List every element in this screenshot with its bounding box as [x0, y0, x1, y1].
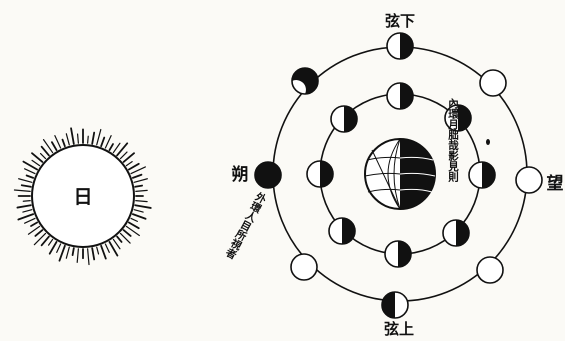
- sun-ray: [120, 152, 127, 159]
- sun-ray: [31, 223, 37, 227]
- sun-ray: [55, 136, 61, 148]
- sun-ray: [78, 134, 79, 143]
- sun-ray: [71, 128, 74, 144]
- inner-moon-left: [307, 161, 333, 187]
- outer-moon-upper-right: [480, 70, 506, 96]
- sun-ray: [73, 248, 74, 255]
- sun-ray: [134, 210, 143, 212]
- sun-ray: [19, 179, 32, 183]
- inner-moon-bottom: [385, 241, 411, 267]
- sun-ray: [134, 179, 147, 183]
- inner-moon-lower-right: [443, 220, 469, 246]
- sun-ray: [88, 136, 89, 143]
- sun-ray: [77, 249, 78, 263]
- sun-ray: [50, 242, 57, 254]
- sun-ray: [14, 190, 30, 191]
- sun-ray: [113, 239, 120, 248]
- outer-moon-top: [387, 33, 413, 59]
- sun-ray: [135, 186, 142, 187]
- sun-ray: [105, 244, 109, 252]
- label-last-quarter: 弦下: [385, 12, 415, 30]
- outer-moon-right: [516, 167, 542, 193]
- sun-ray: [88, 249, 89, 265]
- sun-ray: [23, 210, 32, 212]
- sun-group: 日: [14, 128, 150, 264]
- sun-ray: [113, 143, 120, 152]
- inner-moon-lower-left: [329, 218, 355, 244]
- outer-moon-upper-left: [292, 68, 318, 94]
- sun-label: 日: [73, 186, 92, 208]
- sun-ray: [133, 175, 142, 178]
- sun-ray: [25, 218, 35, 223]
- sun-ray: [101, 246, 106, 259]
- sun-ray: [42, 237, 49, 246]
- sun-ray: [135, 205, 151, 208]
- sun-ray: [18, 214, 33, 219]
- sun-ray: [110, 144, 114, 150]
- sun-ray: [126, 162, 132, 166]
- sun-ray: [97, 130, 101, 145]
- sun-ray: [131, 218, 137, 221]
- sun-ray: [66, 134, 69, 145]
- note-inner-ring: 內環月朏哉影見則: [447, 97, 459, 183]
- sun-ray: [17, 205, 30, 207]
- sun-ray: [27, 175, 34, 177]
- sun-ray: [101, 138, 104, 147]
- sun-ray: [49, 239, 53, 245]
- sun-ray: [92, 248, 94, 259]
- sun-ray: [124, 230, 131, 236]
- sun-ray: [117, 237, 121, 242]
- sun-ray: [136, 190, 147, 191]
- sun-ray: [97, 247, 99, 254]
- sun-ray: [22, 185, 31, 187]
- sun-ray: [66, 247, 69, 258]
- sun-ray: [32, 160, 40, 165]
- label-new-moon: 朔: [232, 164, 249, 185]
- sun-ray: [25, 169, 35, 174]
- sun-ray: [57, 244, 61, 252]
- inner-moon-upper-left: [331, 106, 357, 132]
- note-outer-ring: 外環人目所視者: [223, 190, 269, 262]
- outer-moon-lower-right: [477, 257, 503, 283]
- sun-ray: [42, 147, 49, 156]
- sun-ray: [129, 223, 139, 229]
- sun-ray: [105, 136, 111, 148]
- sun-ray: [129, 164, 139, 170]
- sun-ray: [41, 154, 46, 159]
- sun-ray: [23, 201, 30, 202]
- sun-ray: [62, 140, 64, 147]
- sun-ray: [59, 246, 64, 261]
- inner-moon-top: [387, 83, 413, 109]
- ink-speck: [486, 139, 490, 145]
- outer-moon-bottom: [382, 292, 408, 318]
- label-full-moon: 望: [547, 173, 564, 194]
- sun-ray: [136, 201, 147, 202]
- sun-ray: [133, 214, 146, 219]
- inner-moon-right: [469, 162, 495, 188]
- sun-ray: [35, 230, 42, 236]
- outer-moon-left: [255, 162, 281, 188]
- outer-moon-lower-left: [291, 254, 317, 280]
- sun-ray: [92, 133, 94, 144]
- sun-ray: [52, 142, 57, 150]
- earth: [365, 139, 435, 209]
- label-first-quarter: 弦上: [384, 320, 414, 338]
